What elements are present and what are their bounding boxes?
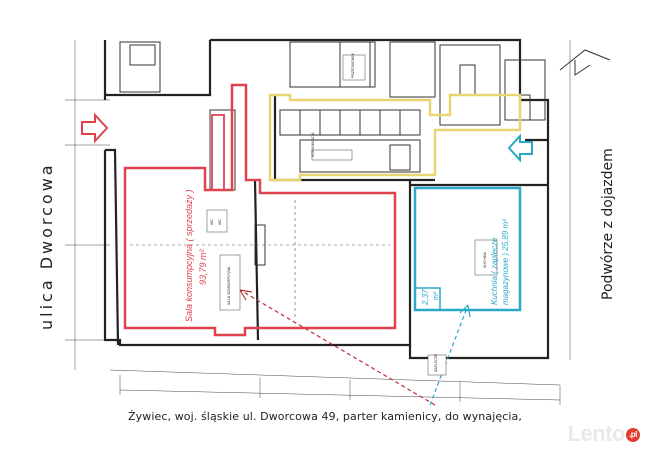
entry-arrow-left	[81, 112, 109, 144]
pointer-blue-head	[459, 304, 471, 318]
przedsionek-tag: PRZEDSIONEK	[351, 52, 355, 78]
watermark-brand: Lento	[567, 421, 626, 446]
small-room-value: 2,37	[421, 289, 430, 306]
sala-stair-outline	[211, 114, 225, 191]
sala-interior	[130, 200, 390, 320]
room-tags: KOMUNIKACJA WC WC SALA KONSUMPCYJNA KUCH…	[206, 52, 498, 376]
wc-tag-2: WC	[218, 219, 222, 225]
upper-rooms	[119, 41, 546, 266]
pointer-red	[239, 289, 436, 406]
corridor-outline	[268, 93, 522, 182]
kuchnia-label-line1: Kuchnia ( zaplecze	[490, 237, 499, 305]
sala-tag: SALA KONSUMPCYJNA	[227, 266, 231, 305]
north-arrow-icon	[559, 49, 611, 76]
kuchnia-outline	[413, 186, 522, 312]
kuchnia-label-line2: magazynowe ) 25,89 m²	[501, 219, 510, 305]
sala-outline	[123, 83, 397, 337]
yard-label: Podwórze z dojazdem	[600, 148, 616, 300]
zaplecze-tag: ZAPLECZE	[434, 354, 438, 372]
sala-area: 93,79 m²	[198, 248, 208, 285]
caption: Żywiec, woj. śląskie ul. Dworcowa 49, pa…	[127, 410, 522, 423]
street-label: ulica Dworcowa	[37, 162, 56, 330]
pointer-red-head	[239, 289, 253, 301]
komunikacja-tag: KOMUNIKACJA	[311, 132, 315, 157]
kuchnia-tag: KUCHNIA	[483, 252, 487, 268]
dimension-lines	[65, 40, 571, 405]
small-room-outline	[415, 287, 441, 311]
small-room-unit: m²	[433, 291, 440, 300]
sala-label: Sala konsumpcyjna ( sprzedaży )	[184, 189, 194, 322]
wc-tag-1: WC	[210, 219, 214, 225]
pointer-blue	[429, 304, 469, 406]
watermark-logo: Lento.pl	[568, 421, 640, 447]
entry-arrow-right	[507, 133, 533, 163]
watermark-suffix: .pl	[626, 428, 640, 443]
